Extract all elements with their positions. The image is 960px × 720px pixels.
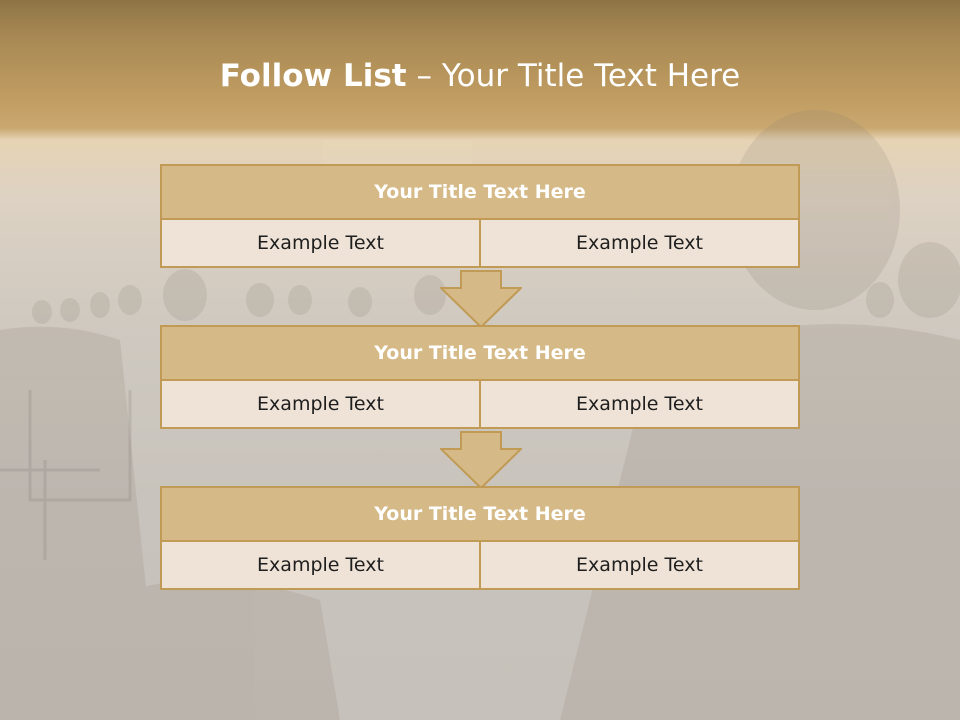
step-cell-1-left: Example Text xyxy=(160,218,481,268)
step-title-3: Your Title Text Here xyxy=(160,486,800,542)
step-block-1: Your Title Text Here Example Text Exampl… xyxy=(160,164,800,268)
step-title-1: Your Title Text Here xyxy=(160,164,800,220)
step-row-3: Example Text Example Text xyxy=(160,540,800,590)
down-arrow-icon xyxy=(440,431,522,489)
step-cell-1-right: Example Text xyxy=(479,218,800,268)
step-row-2: Example Text Example Text xyxy=(160,379,800,429)
slide-title-bold: Follow List xyxy=(219,58,407,94)
step-cell-2-left: Example Text xyxy=(160,379,481,429)
down-arrow-icon xyxy=(440,270,522,328)
step-cell-3-left: Example Text xyxy=(160,540,481,590)
step-title-2: Your Title Text Here xyxy=(160,325,800,381)
step-block-3: Your Title Text Here Example Text Exampl… xyxy=(160,486,800,590)
step-block-2: Your Title Text Here Example Text Exampl… xyxy=(160,325,800,429)
step-cell-2-right: Example Text xyxy=(479,379,800,429)
step-cell-3-right: Example Text xyxy=(479,540,800,590)
step-row-1: Example Text Example Text xyxy=(160,218,800,268)
slide-title: Follow List – Your Title Text Here xyxy=(0,56,960,96)
slide-title-rest: – Your Title Text Here xyxy=(406,58,741,94)
